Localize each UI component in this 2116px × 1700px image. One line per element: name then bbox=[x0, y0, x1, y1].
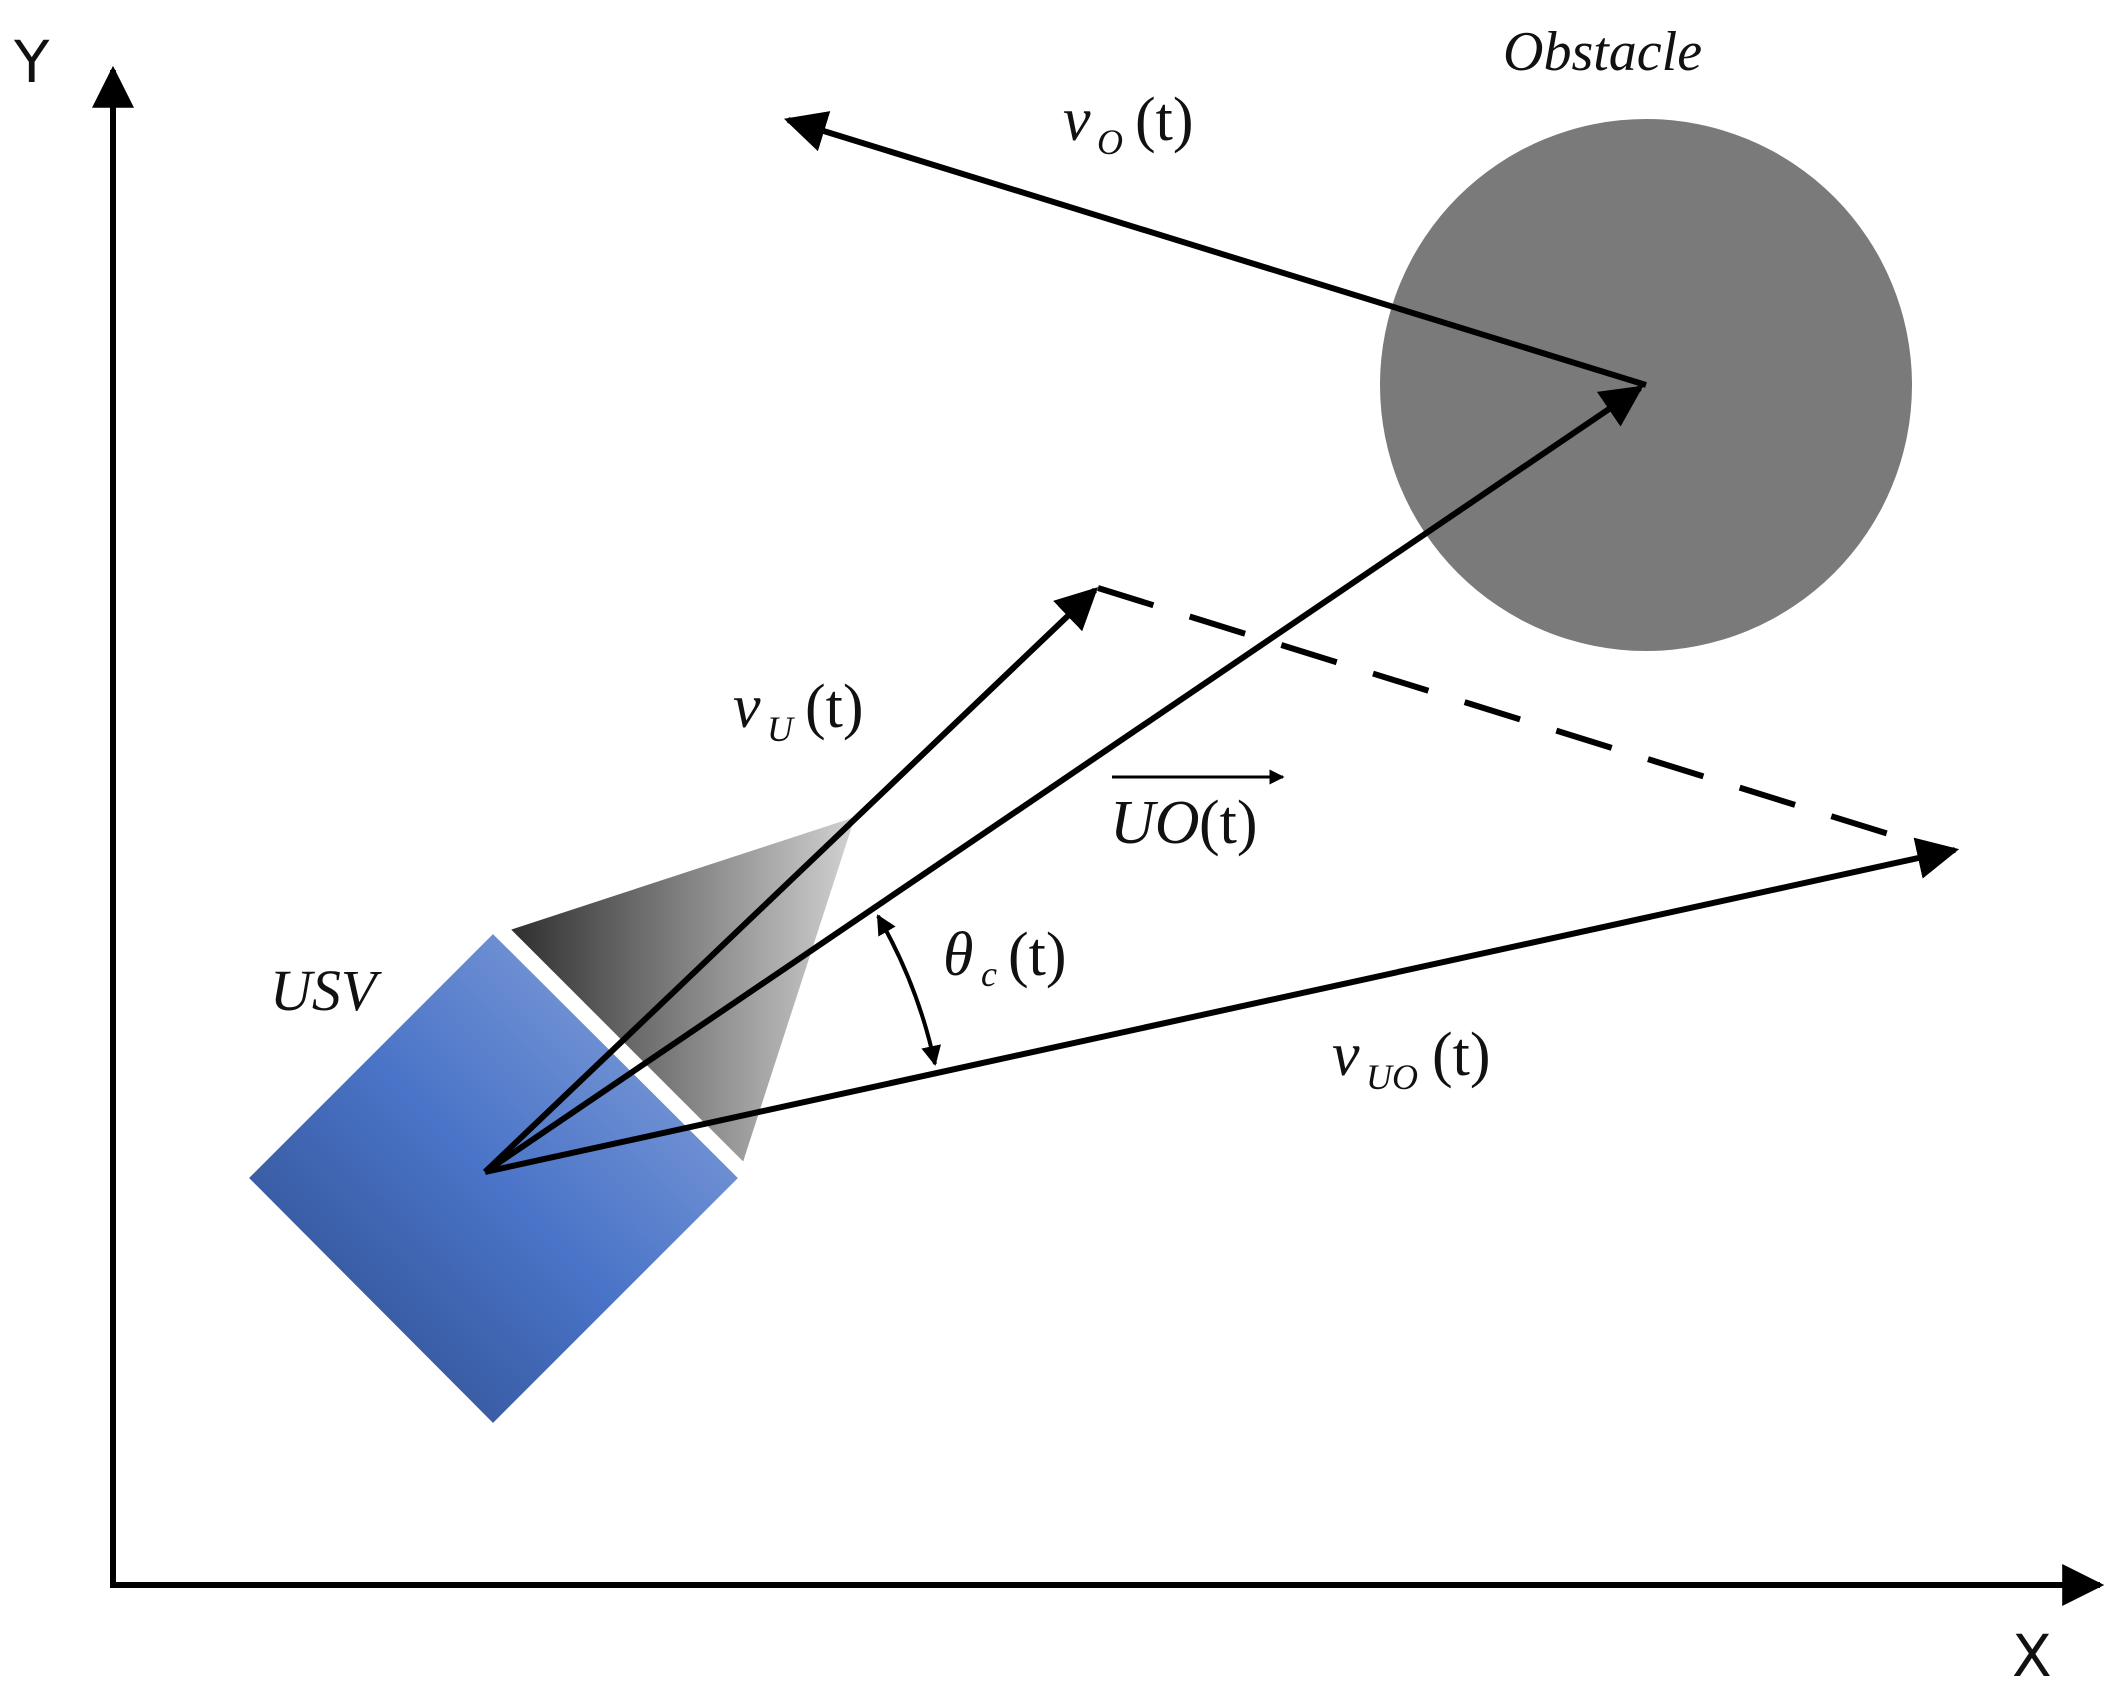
theta-angle-arc bbox=[876, 914, 941, 1066]
obstacle-velocity-vector bbox=[783, 111, 1647, 388]
theta-sub: c bbox=[981, 954, 997, 994]
usv-label: USV bbox=[270, 958, 383, 1023]
usv-front-edge bbox=[500, 924, 753, 1177]
v-o-sub: O bbox=[1097, 122, 1123, 162]
theta-base: θ bbox=[943, 921, 973, 989]
axes: Y X bbox=[13, 28, 2105, 1690]
label-uo: UO (t) bbox=[1110, 769, 1285, 857]
v-uo-sub: UO bbox=[1366, 1057, 1418, 1097]
obstacle-label: Obstacle bbox=[1503, 21, 1702, 83]
relative-velocity-vector bbox=[484, 837, 1960, 1175]
uo-base: UO bbox=[1110, 789, 1200, 857]
v-u-arg: (t) bbox=[805, 673, 864, 741]
v-uo-base: v bbox=[1332, 1021, 1360, 1089]
label-theta-c: θ c (t) bbox=[943, 921, 1067, 994]
v-o-arg: (t) bbox=[1135, 86, 1194, 154]
theta-arg: (t) bbox=[1008, 921, 1067, 989]
label-v-o: v O (t) bbox=[1063, 86, 1194, 162]
usv-to-obstacle-vector bbox=[483, 385, 1644, 1175]
parallelogram-dashed-edge bbox=[1097, 585, 1941, 853]
y-axis-label: Y bbox=[13, 28, 50, 96]
usv-body bbox=[244, 929, 743, 1428]
label-v-u: v U (t) bbox=[733, 673, 864, 749]
usv-velocity-vector bbox=[482, 587, 1099, 1175]
v-o-base: v bbox=[1063, 86, 1091, 154]
v-u-sub: U bbox=[767, 709, 795, 749]
label-v-uo: v UO (t) bbox=[1332, 1021, 1491, 1097]
v-uo-arg: (t) bbox=[1432, 1021, 1491, 1089]
uo-arg: (t) bbox=[1199, 789, 1258, 857]
v-u-base: v bbox=[733, 673, 761, 741]
x-axis-label: X bbox=[2012, 1622, 2052, 1690]
